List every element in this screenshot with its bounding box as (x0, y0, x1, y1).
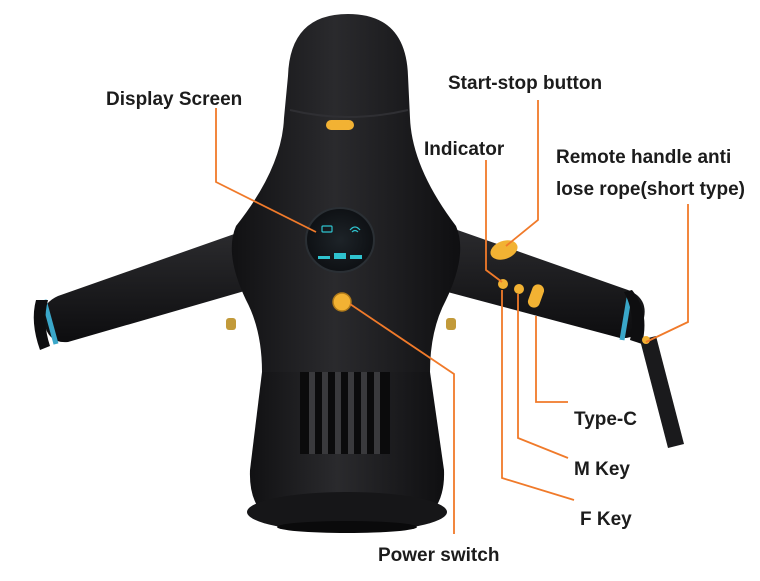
leader-power-switch (349, 303, 455, 534)
power-switch (332, 292, 352, 312)
right-handle (440, 226, 645, 344)
label-f-key: F Key (580, 509, 632, 530)
leader-m-key (517, 294, 569, 459)
type-c-port (527, 284, 545, 308)
label-indicator: Indicator (424, 139, 505, 160)
display-screen (305, 207, 375, 273)
leader-remote-handle (645, 204, 689, 343)
intake-grille (300, 370, 390, 454)
top-indicator-light (326, 120, 354, 130)
leader-f-key (501, 290, 575, 501)
label-display-screen: Display Screen (106, 89, 243, 110)
lanyard (640, 336, 684, 448)
label-power-switch: Power switch (378, 545, 500, 566)
label-remote-handle-line1: Remote handle anti (556, 147, 732, 168)
leader-indicator (485, 160, 503, 283)
leader-display-screen (215, 108, 317, 233)
leader-type-c (535, 316, 568, 403)
leader-start-stop (505, 100, 539, 247)
label-remote-handle-line2: lose rope(short type) (556, 179, 745, 200)
label-m-key: M Key (574, 459, 630, 480)
label-start-stop-button: Start-stop button (448, 73, 603, 94)
m-key (514, 284, 524, 294)
leader-lines (215, 100, 689, 534)
start-stop-button (490, 240, 518, 260)
main-body (231, 14, 461, 372)
left-handle (33, 232, 248, 350)
label-type-c: Type-C (574, 409, 637, 430)
battery-icon (321, 225, 333, 233)
wifi-icon (349, 226, 361, 233)
